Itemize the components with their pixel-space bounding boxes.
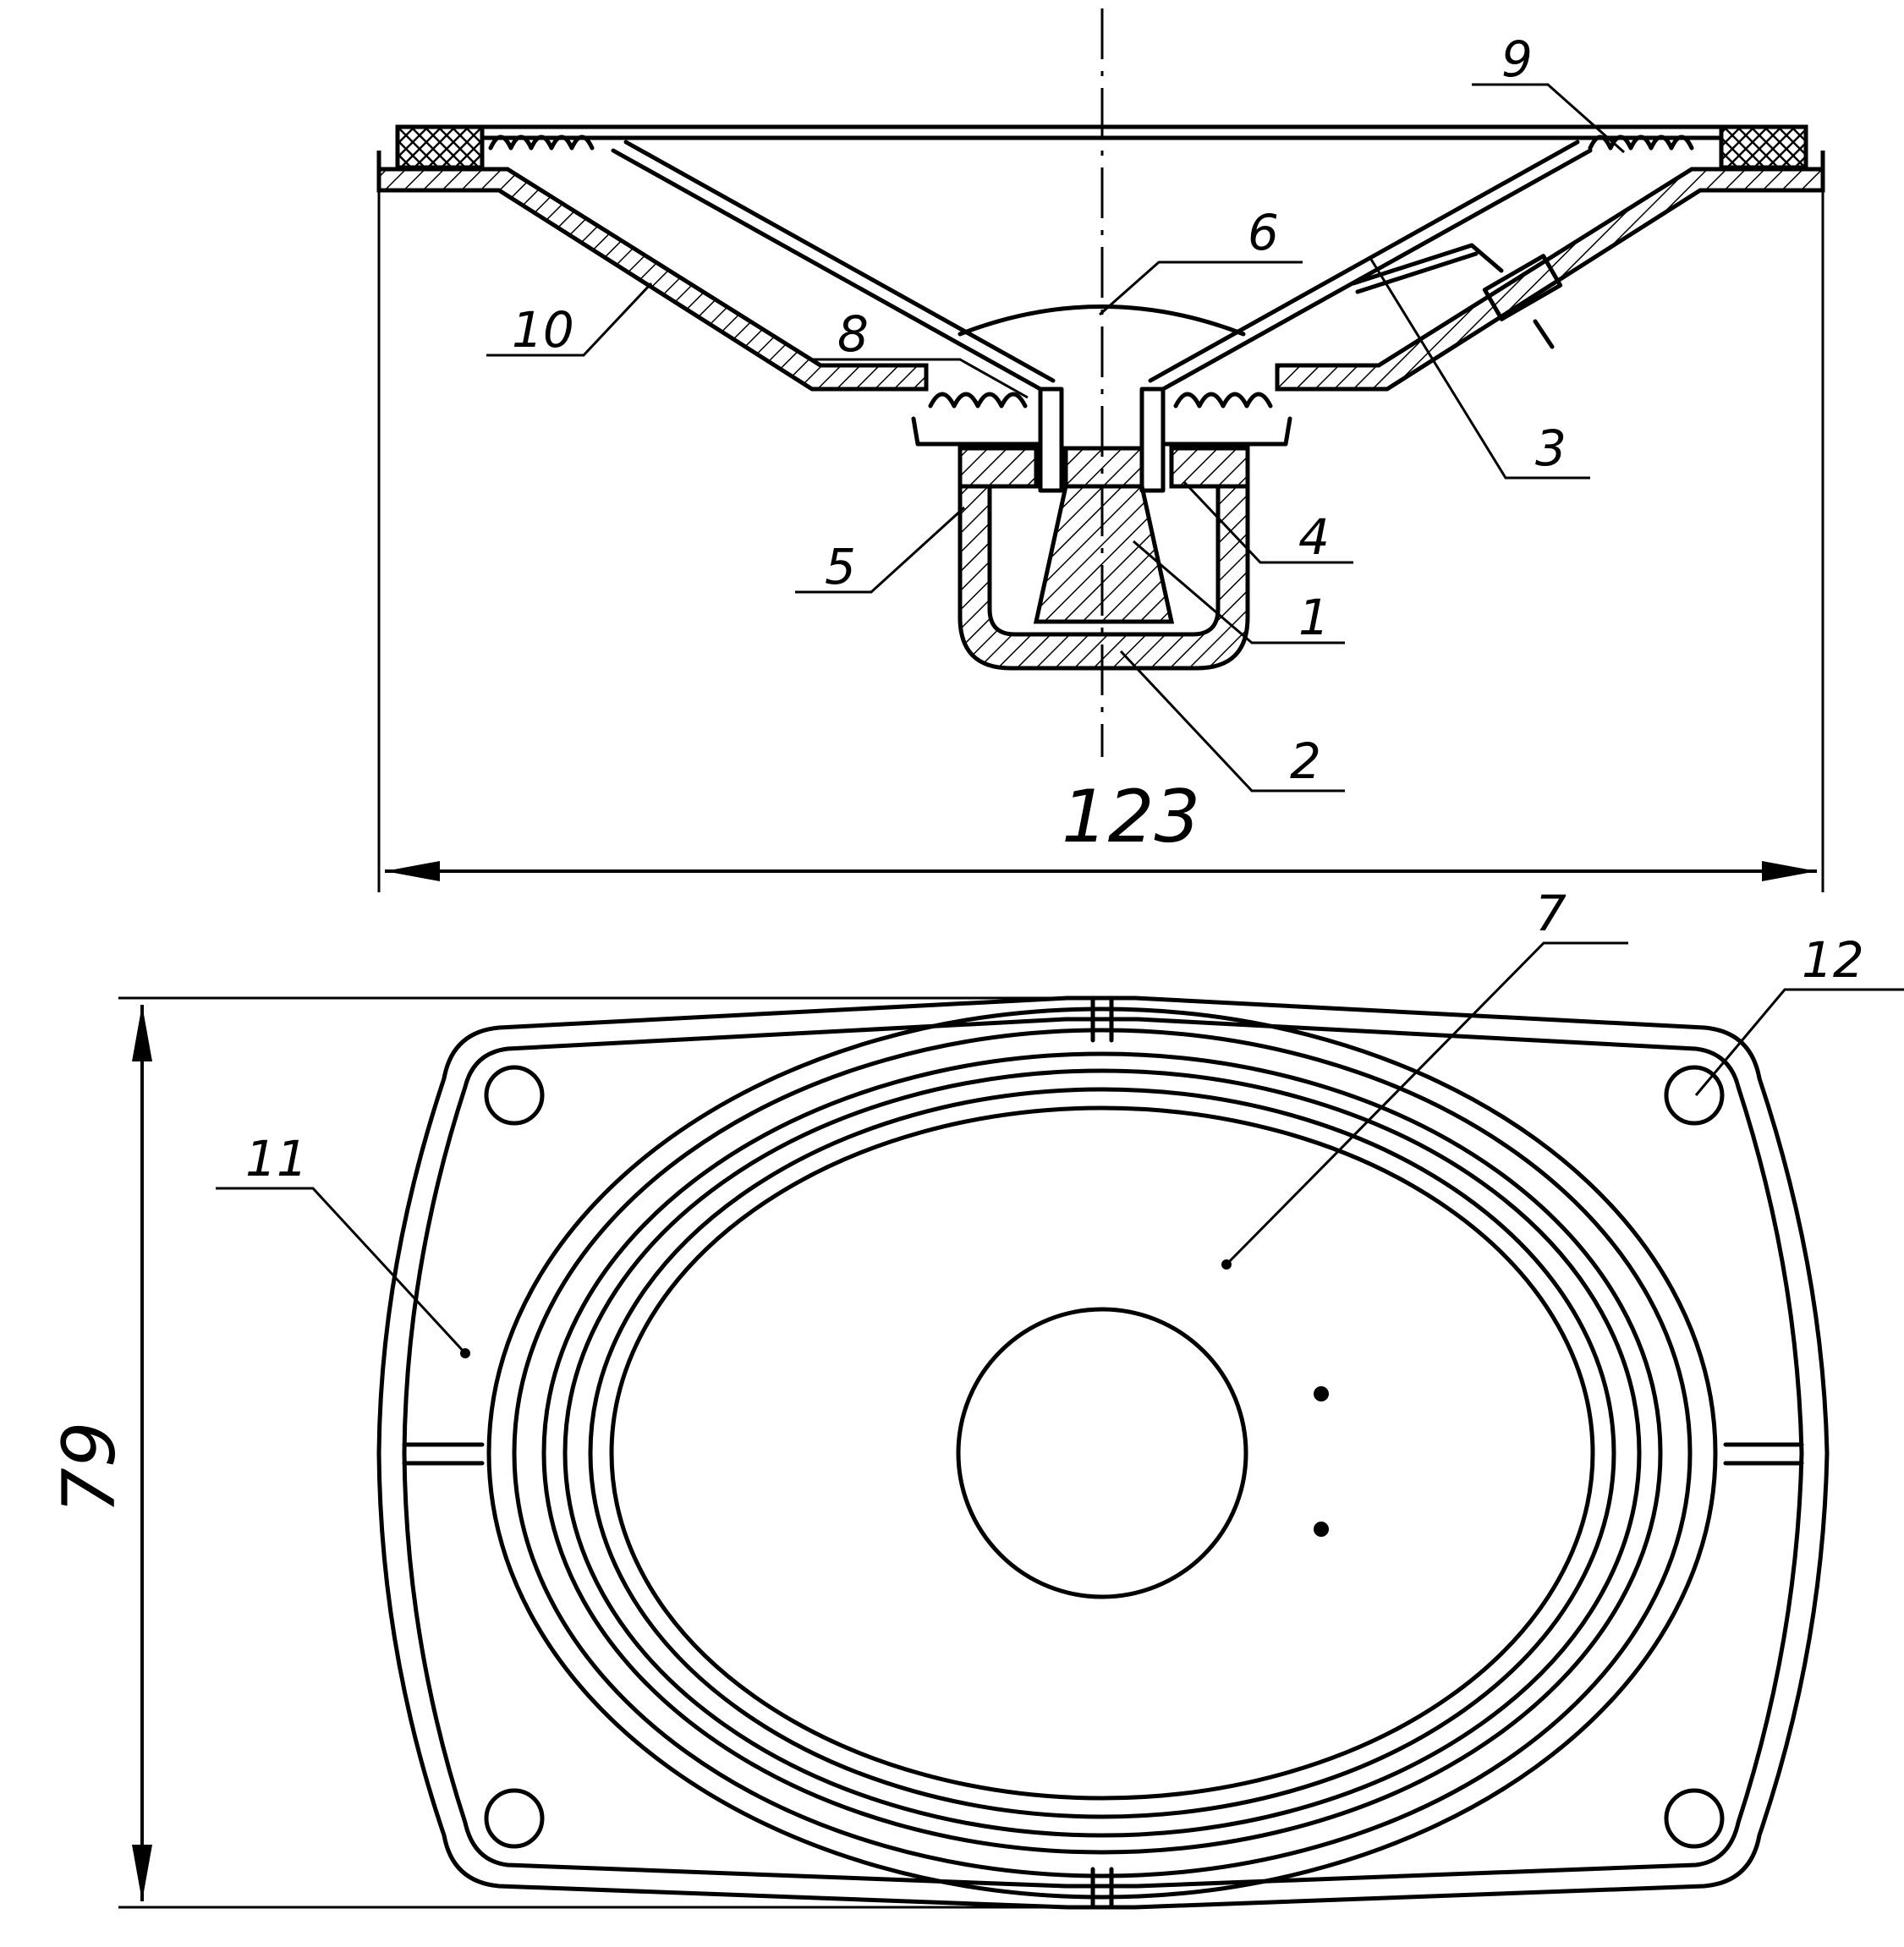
pole-piece-top xyxy=(1063,446,1144,489)
label-4: 4 xyxy=(1298,508,1330,566)
dust-cap xyxy=(957,304,1246,337)
gasket-right xyxy=(1719,124,1808,170)
mounting-hole-bottom-right xyxy=(1664,1788,1725,1849)
label-8: 8 xyxy=(837,305,869,363)
top-plate-right xyxy=(1169,446,1250,489)
label-10: 10 xyxy=(512,301,574,359)
frame-flange-left xyxy=(376,151,929,392)
terminal xyxy=(1482,254,1563,321)
mounting-hole-top-left xyxy=(484,1065,545,1126)
top-plate-left xyxy=(957,446,1039,489)
gasket-left xyxy=(395,124,485,170)
width-dimension-value: 123 xyxy=(1062,775,1200,859)
label-9: 9 xyxy=(1501,30,1533,88)
label-2: 2 xyxy=(1290,732,1321,790)
section-view: 6 8 9 10 3 4 1 2 5 123 xyxy=(376,8,1825,892)
label-3: 3 xyxy=(1535,420,1567,477)
lead-wire xyxy=(1351,243,1504,286)
magnet-core xyxy=(1033,484,1175,624)
dust-cap-front xyxy=(956,1307,1248,1599)
label-1: 1 xyxy=(1298,589,1330,646)
mounting-hole-top-right xyxy=(1664,1065,1725,1126)
cone-edge xyxy=(609,1105,1595,1801)
frame-outline xyxy=(376,995,1830,1910)
magnet-cup xyxy=(957,484,1250,671)
height-dimension-value: 79 xyxy=(47,1422,132,1514)
front-view: 7 12 11 79 xyxy=(47,885,1904,1910)
mounting-hole-bottom-left xyxy=(484,1788,545,1849)
label-12: 12 xyxy=(1802,931,1864,989)
label-7: 7 xyxy=(1535,885,1567,942)
label-5: 5 xyxy=(825,538,856,595)
surround-outer xyxy=(486,1006,1718,1900)
label-6: 6 xyxy=(1248,204,1279,261)
label-11: 11 xyxy=(245,1130,308,1187)
